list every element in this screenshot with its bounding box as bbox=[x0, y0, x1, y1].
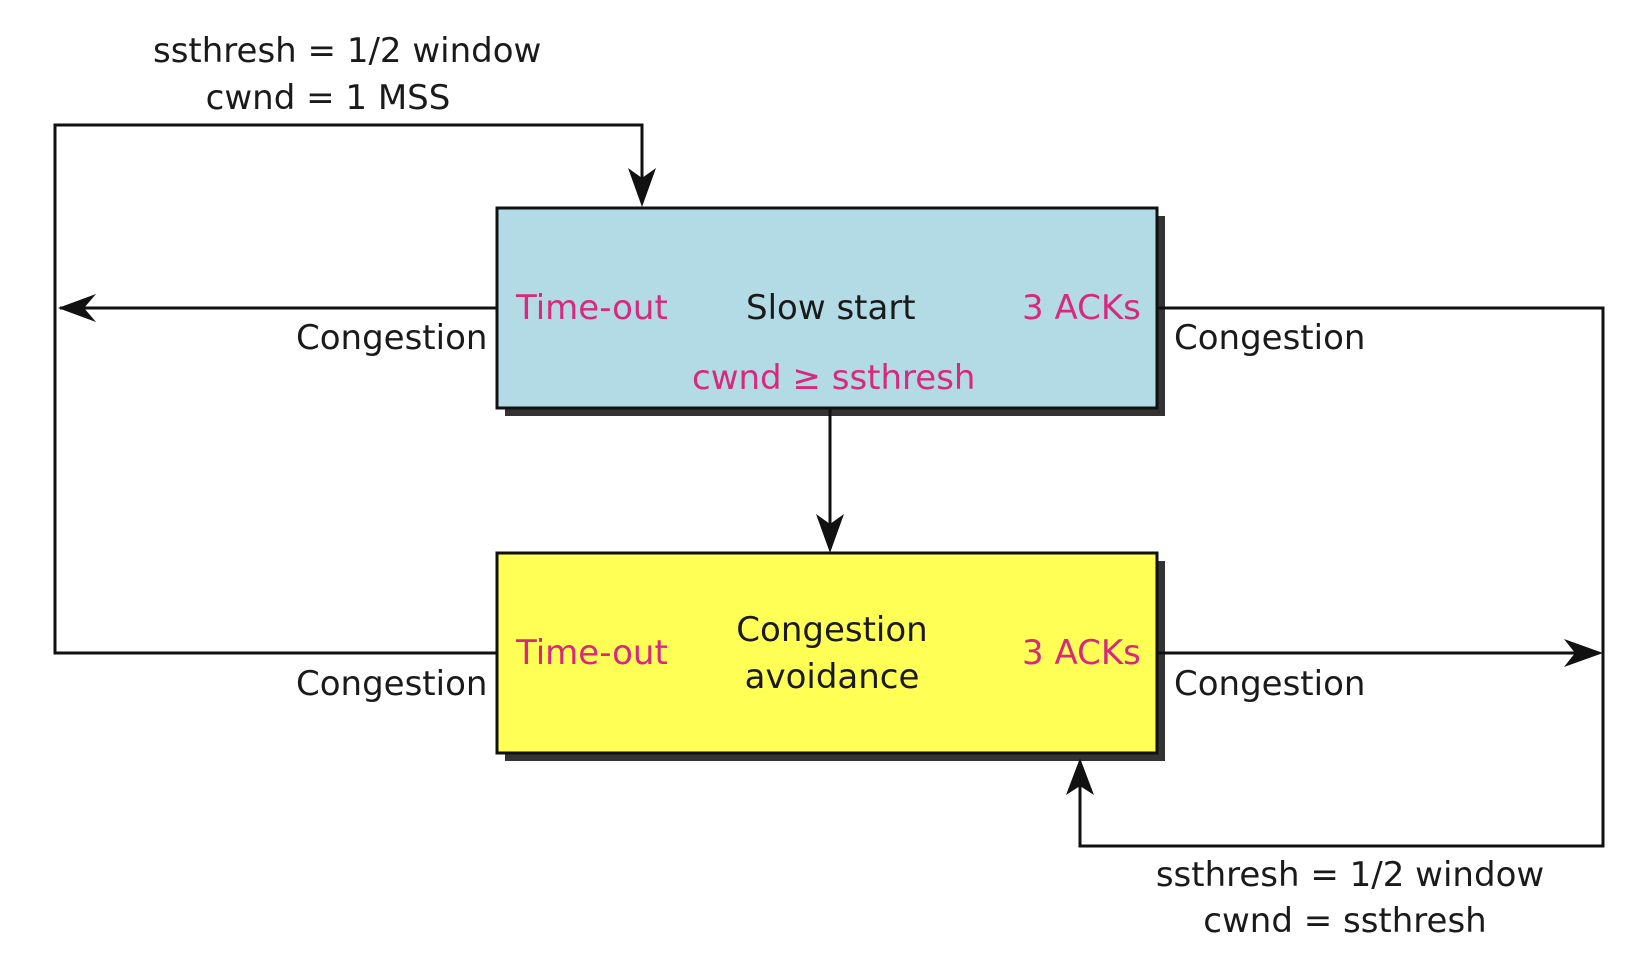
bottom-left-congestion-label: Congestion bbox=[296, 664, 488, 704]
top-left-congestion-label: Congestion bbox=[296, 318, 488, 358]
slow-start-timeout-label: Time-out bbox=[516, 288, 668, 328]
slow-start-three-acks-label: 3 ACKs bbox=[1022, 288, 1141, 328]
top-note-line-1: ssthresh = 1/2 window bbox=[153, 31, 542, 71]
ca-title-line-2: avoidance bbox=[744, 657, 920, 697]
three-acks-from-ca-arrowhead bbox=[1564, 639, 1603, 667]
top-right-congestion-label: Congestion bbox=[1174, 318, 1366, 358]
slow-start-box[interactable] bbox=[495, 206, 1159, 410]
three-acks-return-arrowhead bbox=[1066, 758, 1094, 795]
timeout-from-slow-start-arrowhead bbox=[58, 294, 96, 322]
bottom-note-line-2: cwnd = ssthresh bbox=[1203, 901, 1487, 941]
ca-timeout-label: Time-out bbox=[516, 633, 668, 673]
ca-three-acks-label: 3 ACKs bbox=[1022, 633, 1141, 673]
timeout-return-loop bbox=[53, 123, 644, 655]
three-acks-from-slow-start-line bbox=[1078, 306, 1605, 848]
bottom-right-congestion-label: Congestion bbox=[1174, 664, 1366, 704]
bottom-note-line-1: ssthresh = 1/2 window bbox=[1155, 855, 1545, 895]
slow-start-threshold-condition: cwnd ≥ ssthresh bbox=[692, 358, 976, 398]
top-note-line-2: cwnd = 1 MSS bbox=[205, 78, 451, 118]
ca-title-line-1: Congestion bbox=[736, 610, 928, 650]
timeout-return-arrowhead bbox=[628, 168, 656, 207]
threshold-transition-arrowhead bbox=[816, 514, 844, 553]
slow-start-title: Slow start bbox=[746, 288, 916, 328]
